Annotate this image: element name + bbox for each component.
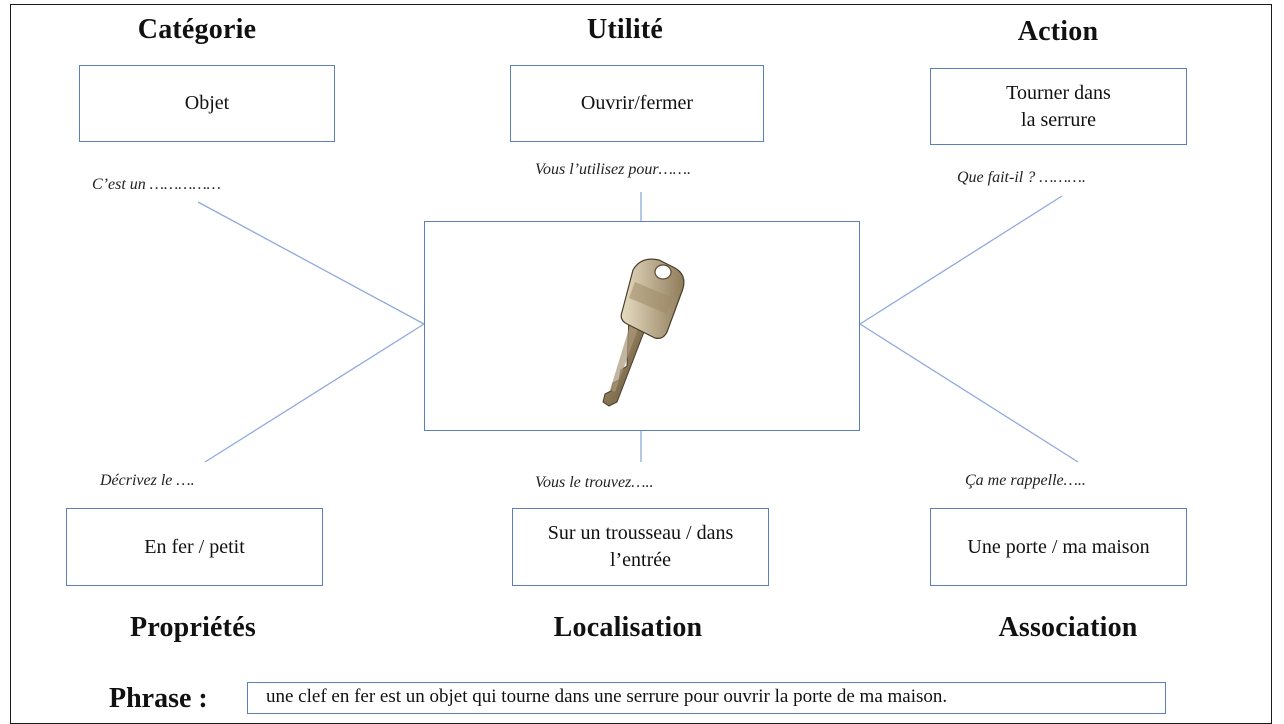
answer-box-association: Une porte / ma maison: [930, 508, 1187, 586]
prompt-categorie: C’est un ……………: [92, 176, 221, 193]
prompt-localisation: Vous le trouvez…..: [535, 474, 654, 491]
connector-categorie: [197, 201, 425, 325]
phrase-box: une clef en fer est un objet qui tourne …: [247, 682, 1166, 714]
prompt-action: Que fait-il ? ……….: [957, 169, 1086, 186]
heading-utilite: Utilité: [586, 14, 664, 45]
prompt-association: Ça me rappelle…..: [965, 472, 1086, 489]
heading-localisation: Localisation: [553, 612, 703, 643]
connector-association: [859, 323, 1079, 463]
heading-proprietes: Propriétés: [130, 612, 256, 643]
answer-box-utilite: Ouvrir/fermer: [510, 65, 764, 142]
connector-proprietes: [204, 323, 425, 463]
prompt-proprietes: Décrivez le ….: [100, 472, 195, 489]
prompt-utilite: Vous l’utilisez pour…….: [535, 161, 692, 178]
connector-action: [859, 195, 1063, 325]
answer-box-action: Tourner dans la serrure: [930, 68, 1187, 145]
heading-action: Action: [1017, 16, 1099, 47]
phrase-label: Phrase :: [109, 683, 208, 714]
answer-box-localisation: Sur un trousseau / dans l’entrée: [512, 508, 769, 586]
heading-categorie: Catégorie: [137, 14, 257, 45]
answer-box-categorie: Objet: [79, 65, 335, 142]
key-icon: [602, 258, 685, 407]
key-image-box: [424, 221, 860, 431]
answer-box-proprietes: En fer / petit: [66, 508, 323, 586]
heading-association: Association: [998, 612, 1138, 643]
